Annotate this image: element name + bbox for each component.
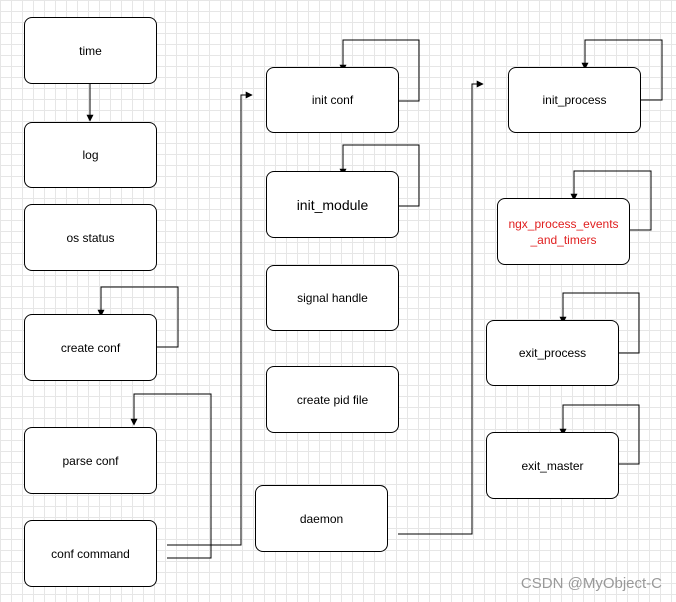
edge-exit-process-loop: [559, 292, 640, 354]
edge-init-process-loop: [581, 39, 663, 101]
edge-init-module-loop: [339, 144, 420, 207]
edge-exit-master-loop: [559, 404, 640, 465]
edge-conf-command-parse-conf: [130, 393, 212, 559]
node-ngx-process-events-and-timers[interactable]: ngx_process_events _and_timers: [497, 198, 630, 265]
edge-create-conf-loop: [97, 286, 179, 348]
node-time[interactable]: time: [24, 17, 157, 84]
node-exit-process[interactable]: exit_process: [486, 320, 619, 386]
node-create-conf[interactable]: create conf: [24, 314, 157, 381]
node-exit-master[interactable]: exit_master: [486, 432, 619, 499]
node-init-conf[interactable]: init conf: [266, 67, 399, 133]
node-conf-command[interactable]: conf command: [24, 520, 157, 587]
edge-ngx-events-loop: [570, 170, 652, 231]
edge-daemon-init-process: [398, 80, 484, 535]
node-create-pid-file[interactable]: create pid file: [266, 366, 399, 433]
node-signal-handle[interactable]: signal handle: [266, 265, 399, 331]
node-parse-conf[interactable]: parse conf: [24, 427, 157, 494]
node-log[interactable]: log: [24, 122, 157, 188]
edge-init-conf-loop: [339, 39, 420, 102]
node-os-status[interactable]: os status: [24, 204, 157, 271]
node-init-module[interactable]: init_module: [266, 171, 399, 238]
node-init-process[interactable]: init_process: [508, 67, 641, 133]
node-daemon[interactable]: daemon: [255, 485, 388, 552]
edge-conf-command-init-conf: [167, 91, 253, 546]
watermark: CSDN @MyObject-C: [520, 575, 662, 592]
